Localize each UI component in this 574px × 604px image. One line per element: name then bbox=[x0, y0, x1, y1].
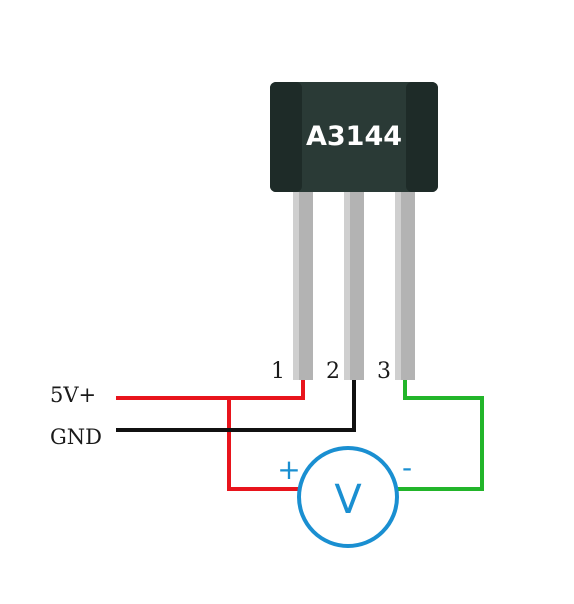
chip-part-number: A3144 bbox=[306, 121, 402, 152]
voltmeter: V + - bbox=[277, 446, 412, 548]
voltmeter-negative-sign: - bbox=[402, 451, 412, 484]
pin-3-number: 3 bbox=[377, 359, 391, 384]
supply-label: 5V+ bbox=[50, 383, 96, 407]
pin-3-highlight bbox=[395, 190, 401, 380]
sensor-chip: A3144 bbox=[270, 82, 438, 192]
supply-wire bbox=[116, 380, 305, 400]
pin-1-number: 1 bbox=[271, 359, 285, 384]
pin-2-number: 2 bbox=[326, 359, 340, 384]
output-wire bbox=[398, 380, 484, 491]
pin-1-highlight bbox=[293, 190, 299, 380]
voltmeter-positive-sign: + bbox=[277, 453, 300, 486]
chip-body bbox=[270, 82, 438, 192]
voltmeter-circle bbox=[297, 446, 399, 548]
pin-2-highlight bbox=[344, 190, 350, 380]
ground-label: GND bbox=[50, 425, 102, 449]
chip-left-bevel bbox=[270, 82, 302, 192]
voltmeter-symbol: V bbox=[334, 477, 362, 523]
wires bbox=[116, 380, 484, 491]
ground-wire bbox=[116, 380, 356, 432]
sensor-pins bbox=[293, 190, 415, 380]
chip-right-bevel bbox=[406, 82, 438, 192]
